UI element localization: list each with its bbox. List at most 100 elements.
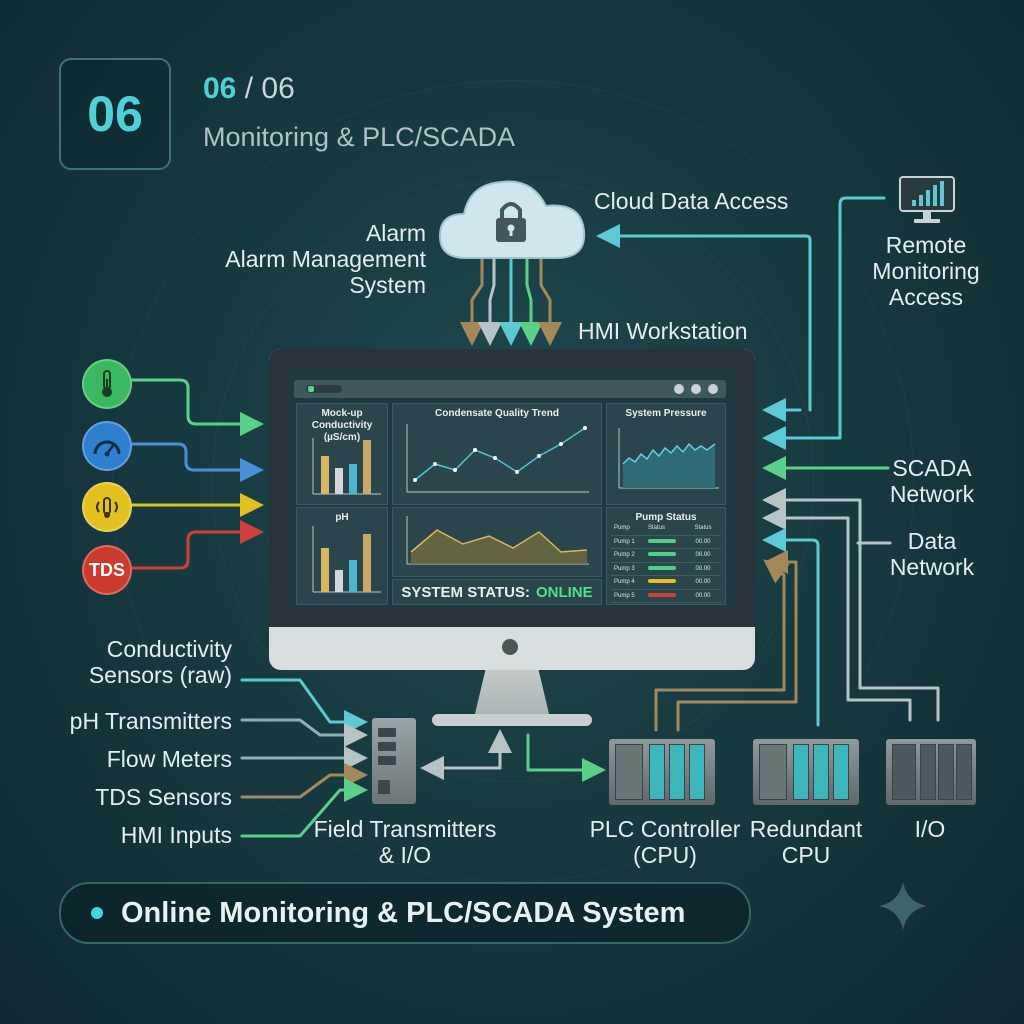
tds-sensor-icon: TDS (82, 545, 132, 595)
ph-panel: pH (296, 507, 388, 605)
redundant-cpu-device (753, 739, 859, 805)
field-transmitter-device (372, 718, 416, 804)
scada-label-line1: SCADA (892, 455, 972, 481)
screen-title-bar (294, 380, 726, 398)
conductivity-panel-title: Mock-up Conductivity (µS/cm) (297, 408, 387, 444)
pump-value: 00.00 (695, 565, 711, 572)
table-row: Pump 3 00.00 (611, 563, 721, 576)
conductivity-title-line1: Mock-up (321, 408, 363, 419)
rack-module (615, 744, 643, 800)
device-port (378, 780, 390, 794)
pump-name: Pump 1 (614, 538, 635, 545)
pump-name: Pump 4 (614, 579, 635, 586)
pump-panel-title: Pump Status (635, 512, 697, 523)
device-slot (378, 728, 396, 737)
monitor-power-button (502, 639, 518, 655)
device-slot (378, 756, 396, 765)
trend-panel-title: Condensate Quality Trend (435, 408, 559, 419)
pump-status-bar (648, 552, 676, 557)
plc-controller-label: PLC Controller (CPU) (580, 816, 750, 868)
vibration-sensor-icon (82, 482, 132, 532)
cond-label-line1: Conductivity (106, 636, 232, 662)
remote-label-line3: Access (888, 284, 964, 310)
alarm-management-label: Alarm Alarm Management System (200, 220, 426, 298)
rack-module (669, 744, 685, 800)
remote-label-line2: Monitoring (872, 258, 980, 284)
background-ring (112, 80, 914, 882)
conductivity-sensors-label: Conductivity Sensors (raw) (40, 636, 232, 688)
pump-name: Pump 3 (614, 565, 635, 572)
footer-banner: Online Monitoring & PLC/SCADA System (59, 882, 751, 944)
step-total: 06 (261, 72, 295, 105)
rack-module (892, 744, 916, 800)
remote-monitoring-label: Remote Monitoring Access (856, 232, 996, 310)
alarm-label-line1: Alarm (365, 220, 426, 246)
monitor-stand-base (432, 714, 592, 726)
table-row: Pump 4 00.00 (611, 576, 721, 590)
field-label-line1: Field Transmitters (313, 816, 497, 842)
scada-network-label: SCADA Network (880, 455, 984, 507)
trend-line-chart (406, 424, 589, 493)
tds-sensors-label: TDS Sensors (95, 784, 232, 810)
quality-trend-panel: Condensate Quality Trend (392, 403, 602, 505)
data-network-label: Data Network (880, 528, 984, 580)
alarm-label-line2: Alarm Management (225, 246, 426, 272)
hmi-inputs-label: HMI Inputs (120, 822, 232, 848)
rack-module (956, 744, 972, 800)
data-label-line1: Data (907, 528, 957, 554)
pump-status-bar (648, 565, 676, 570)
field-transmitters-label: Field Transmitters & I/O (300, 816, 510, 868)
pump-status-bar (648, 579, 676, 584)
system-pressure-panel: System Pressure (606, 403, 726, 505)
ph-panel-title: pH (335, 512, 349, 523)
remote-label-line1: Remote (885, 232, 967, 258)
rack-module (793, 744, 809, 800)
alarm-label-line3: System (349, 272, 426, 298)
rack-module (920, 744, 936, 800)
hmi-workstation-label: HMI Workstation (578, 318, 748, 344)
step-separator: / (236, 72, 262, 105)
section-subtitle: Monitoring & PLC/SCADA (203, 122, 516, 152)
ph-transmitters-label: pH Transmitters (69, 708, 232, 734)
scada-label-line2: Network (889, 481, 975, 507)
cloud-data-access-label: Cloud Data Access (594, 188, 789, 214)
pump-value: 00.00 (695, 538, 711, 545)
table-row: Pump 2 00.00 (611, 549, 721, 563)
redundant-label-line2: CPU (781, 842, 831, 868)
status-value: ONLINE (535, 583, 593, 601)
pressure-area-chart (618, 428, 719, 489)
pump-header-name: Pump (614, 525, 630, 532)
io-device (886, 739, 976, 805)
pump-name: Pump 2 (614, 552, 635, 559)
table-row: Pump 1 00.00 (611, 536, 721, 549)
pump-name: Pump 5 (614, 592, 635, 599)
field-label-line2: & I/O (378, 842, 432, 868)
redundant-cpu-label: Redundant CPU (745, 816, 867, 868)
device-slot (378, 742, 396, 751)
plc-controller-device (609, 739, 715, 805)
status-label: SYSTEM STATUS: (401, 583, 530, 601)
sparkle-icon (879, 882, 927, 930)
window-controls (674, 384, 718, 394)
thermometer-sensor-icon (82, 359, 132, 409)
system-status-bar: SYSTEM STATUS: ONLINE (392, 579, 602, 605)
remote-monitor-icon (899, 176, 955, 223)
pump-status-bar (648, 538, 676, 543)
table-row: Pump 5 00.00 (611, 590, 721, 603)
pressure-panel-title: System Pressure (625, 408, 707, 419)
io-label: I/O (914, 816, 946, 842)
pump-value: 00.00 (695, 579, 711, 586)
rack-module (833, 744, 849, 800)
screen-status-pill (306, 385, 342, 393)
plc-label-line2: (CPU) (633, 842, 697, 868)
rack-module (649, 744, 665, 800)
redundant-label-line1: Redundant (749, 816, 863, 842)
secondary-area-chart (406, 516, 589, 565)
pump-value: 00.00 (695, 552, 711, 559)
pump-status-bar (648, 592, 676, 597)
flow-meters-label: Flow Meters (106, 746, 232, 772)
conductivity-title-line2: Conductivity (µS/cm) (311, 420, 373, 443)
data-label-line2: Network (889, 554, 975, 580)
